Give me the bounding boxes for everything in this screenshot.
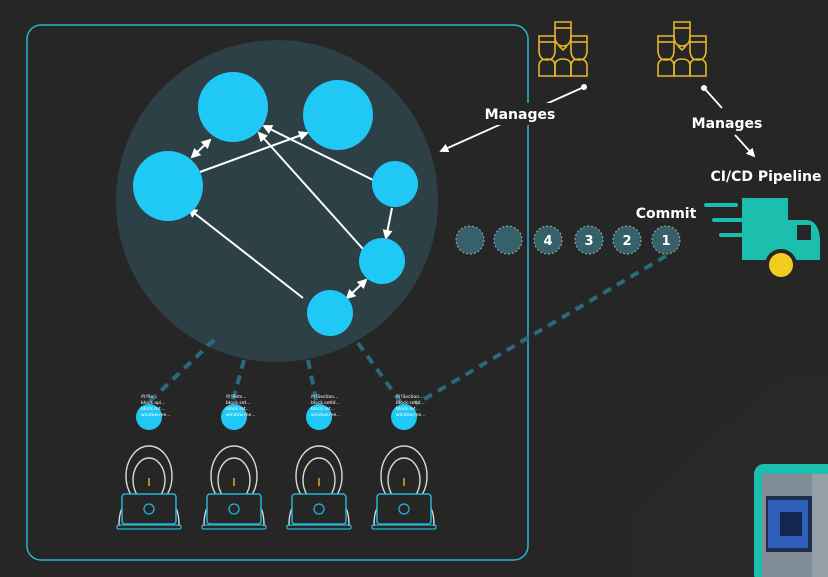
developer-at-laptop-icon: if(!Section...block.setId...block.ret...… [286, 359, 352, 530]
queue-item: 2 [612, 225, 642, 255]
queue-item: 1 [651, 225, 681, 255]
laptop-base [286, 524, 352, 530]
edge-topleft-right [262, 125, 374, 181]
edge-left-topleft [190, 138, 212, 159]
developer-link [230, 359, 246, 405]
service-node-left [133, 151, 203, 221]
queue-dot [651, 225, 681, 255]
team-of-three-icon [538, 21, 588, 77]
queue-item [455, 225, 485, 255]
developer-link [306, 359, 319, 405]
queue-item: 4 [533, 225, 563, 255]
edge-bottom-left [187, 207, 304, 299]
laptop-screen [376, 493, 432, 525]
queue-number: 2 [622, 234, 631, 249]
developer-code-node [391, 404, 417, 430]
code-line: if(!Section... [396, 394, 423, 400]
laptop-logo [398, 503, 410, 515]
queue-dot [574, 225, 604, 255]
manages-pipeline-arrow-tail [734, 134, 756, 158]
code-line: window.me... [311, 412, 341, 418]
code-line: window.me... [226, 412, 256, 418]
service-node-right [372, 161, 418, 207]
laptop-logo [228, 503, 240, 515]
code-line: block.ret... [141, 406, 165, 412]
queue-item: 3 [574, 225, 604, 255]
edge-bottom-mid [345, 278, 368, 300]
laptop-screen [121, 493, 177, 525]
edge-mid-topleft [257, 131, 364, 250]
service-node-top-left [198, 72, 268, 142]
code-line: block.setId... [311, 400, 340, 406]
code-line: if(!Section... [311, 394, 338, 400]
queue-dot [493, 225, 523, 255]
laptop-screen [291, 493, 347, 525]
code-line: if(!Rets... [226, 394, 247, 400]
code-line: block.setId... [396, 400, 425, 406]
code-line: window.me... [141, 412, 171, 418]
developers: if(!Re...block.api...block.ret...window.… [116, 338, 437, 530]
queue-dot [455, 225, 485, 255]
code-line: block.ret... [396, 406, 420, 412]
system-panel [26, 24, 529, 561]
developer-at-laptop-icon: if(!Rets...block.set...block.ret...windo… [201, 359, 267, 530]
team-of-three-icon [657, 21, 707, 77]
laptop-logo [313, 503, 325, 515]
manages-label-bg [484, 103, 556, 125]
code-line: block.set... [226, 400, 251, 406]
webcam-thumbnail [754, 464, 828, 577]
commit-label: Commit [636, 206, 697, 222]
laptop-base [371, 524, 437, 530]
laptop-base [116, 524, 182, 530]
developer-at-laptop-icon: if(!Section...block.setId...block.ret...… [356, 341, 437, 530]
queue-number: 1 [661, 234, 670, 249]
code-line: if(!Re... [141, 394, 157, 400]
queue-dot [533, 225, 563, 255]
laptop-base [201, 524, 267, 530]
code-line: block.ret... [311, 406, 335, 412]
developer-code-node [306, 404, 332, 430]
delivery-truck-icon [704, 198, 820, 281]
commit-queue: 4 3 2 1 [455, 225, 681, 255]
manages-pipeline-label: Manages [692, 116, 763, 132]
developer-at-laptop-icon: if(!Re...block.api...block.ret...window.… [116, 338, 216, 530]
service-node-bottom [307, 290, 353, 336]
manages-pipeline-arrow [703, 87, 723, 109]
service-nodes [133, 72, 418, 336]
commit-link [414, 254, 668, 406]
service-edges [187, 125, 393, 300]
service-node-middle [359, 238, 405, 284]
code-line: block.ret... [226, 406, 250, 412]
code-line: block.api... [141, 400, 166, 406]
queue-item [493, 225, 523, 255]
laptop-screen [206, 493, 262, 525]
edge-right-mid [382, 207, 393, 240]
laptop-logo [143, 503, 155, 515]
service-node-top-right [303, 80, 373, 150]
developer-code-node [221, 404, 247, 430]
queue-number: 4 [543, 234, 552, 249]
queue-number: 3 [584, 234, 593, 249]
queue-dot [612, 225, 642, 255]
code-line: window.me... [396, 412, 426, 418]
manages-team-label: Manages [485, 107, 556, 123]
ci-cd-pipeline-label: CI/CD Pipeline [710, 169, 821, 185]
developer-code-node [136, 404, 162, 430]
developer-link [356, 341, 404, 406]
